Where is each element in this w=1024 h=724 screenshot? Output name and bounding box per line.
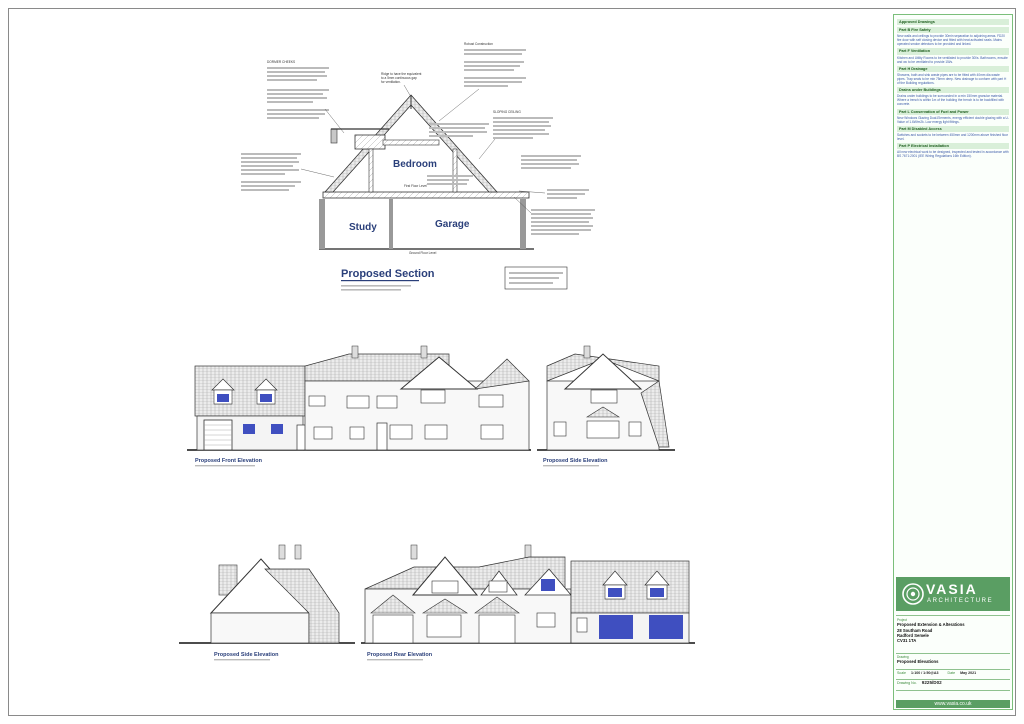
title-block-heading: Approved Drawings: [897, 19, 1009, 26]
room-label-bedroom: Bedroom: [393, 159, 437, 170]
logo-word: VASIA: [926, 581, 978, 597]
address-postcode: CV31 1TA: [897, 638, 917, 644]
section-annotations: DORMER CHEEKS Ridge to have the equivale…: [241, 42, 595, 235]
logo-mark-icon: [902, 583, 924, 605]
regulation-text: All new electrical work to be designed, …: [897, 150, 1009, 159]
regulation-heading: Drains under Buildings: [897, 87, 1009, 94]
section-drawing: Bedroom Study Garage First Floor Level G…: [241, 42, 595, 291]
rear-elevation-title: Proposed Rear Elevation: [367, 652, 433, 658]
drawing-sheet: Bedroom Study Garage First Floor Level G…: [8, 8, 1016, 716]
drawing-field: Drawing Proposed Elevations: [897, 655, 1009, 665]
regulation-text: Kitchen and Utility Rooms to be ventilat…: [897, 55, 1008, 64]
drawing-number: 9225/D02: [921, 680, 942, 685]
front-elevation-title: Proposed Front Elevation: [195, 458, 263, 464]
side-elevation-left: Proposed Side Elevation: [179, 544, 355, 661]
side-elevation-right: Proposed Side Elevation: [537, 345, 675, 467]
logo-sub: ARCHITECTURE: [927, 598, 994, 604]
regulation-text: Showers, bath and sink waste pipes are t…: [897, 72, 1007, 86]
regulation-heading: Part P Electrical Installation: [897, 143, 1009, 150]
address-line-2: Radford Semele: [897, 632, 929, 638]
regulation-heading: Part H Drainage: [897, 65, 1009, 72]
note-ridge: Ridge to have the equivalent: [381, 72, 422, 76]
drawing-area: Bedroom Study Garage First Floor Level G…: [179, 42, 695, 661]
drawing-number-field: Drawing No. 9225/D02: [897, 680, 942, 685]
note-dormer: DORMER CHEEKS: [267, 60, 295, 64]
regulation-heading: Part L Conservation of Fuel and Power: [897, 108, 1009, 115]
svg-text:for ventilation.: for ventilation.: [381, 80, 401, 84]
scale-value: 1:100 / 1:50@A3: [911, 671, 939, 675]
regulation-text: Switches and sockets to be between 450mm…: [897, 132, 1009, 141]
note-robust: Robust Construction: [464, 42, 493, 46]
ground-floor-level-label: Ground Floor Level: [409, 251, 437, 255]
room-label-study: Study: [349, 222, 377, 233]
rear-elevation: Proposed Rear Elevation: [361, 544, 695, 661]
side-elevation-2-title: Proposed Side Elevation: [214, 652, 279, 658]
company-logo: VASIA ARCHITECTURE: [896, 577, 1010, 611]
regulation-text: Drains under buildings to be surrounded …: [897, 94, 1005, 107]
regulation-text: New Windows Glazing Dual-Elements, energ…: [897, 115, 1009, 124]
address-line-1: 28 Southam Road: [897, 627, 933, 633]
regulation-heading: Part M Disabled Access: [897, 125, 1009, 132]
front-elevation: Proposed Front Elevation: [187, 345, 531, 467]
regulation-heading: Part B Fire Safety: [897, 27, 1009, 34]
website-footer: www.vasia.co.uk: [896, 700, 1010, 708]
room-label-garage: Garage: [435, 219, 470, 230]
drawing-name: Proposed Elevations: [897, 659, 939, 665]
section-title: Proposed Section: [341, 268, 435, 280]
project-name: Proposed Extension & Alterations: [897, 622, 965, 628]
scale-date-field: Scale 1:100 / 1:50@A3 Date May 2021: [897, 671, 977, 675]
svg-text:to a 5mm continuous gap: to a 5mm continuous gap: [381, 76, 417, 80]
note-sloping: SLOPING CEILING: [493, 110, 521, 114]
date-value: May 2021: [960, 671, 977, 675]
project-field: Project Proposed Extension & Alterations…: [897, 618, 1009, 643]
side-elevation-1-title: Proposed Side Elevation: [543, 458, 608, 464]
regulation-heading: Part F Ventilation: [897, 48, 1009, 55]
regulation-text: New walls and ceilings to provide 30min …: [897, 34, 1005, 47]
first-floor-level-label: First Floor Level: [404, 184, 427, 188]
